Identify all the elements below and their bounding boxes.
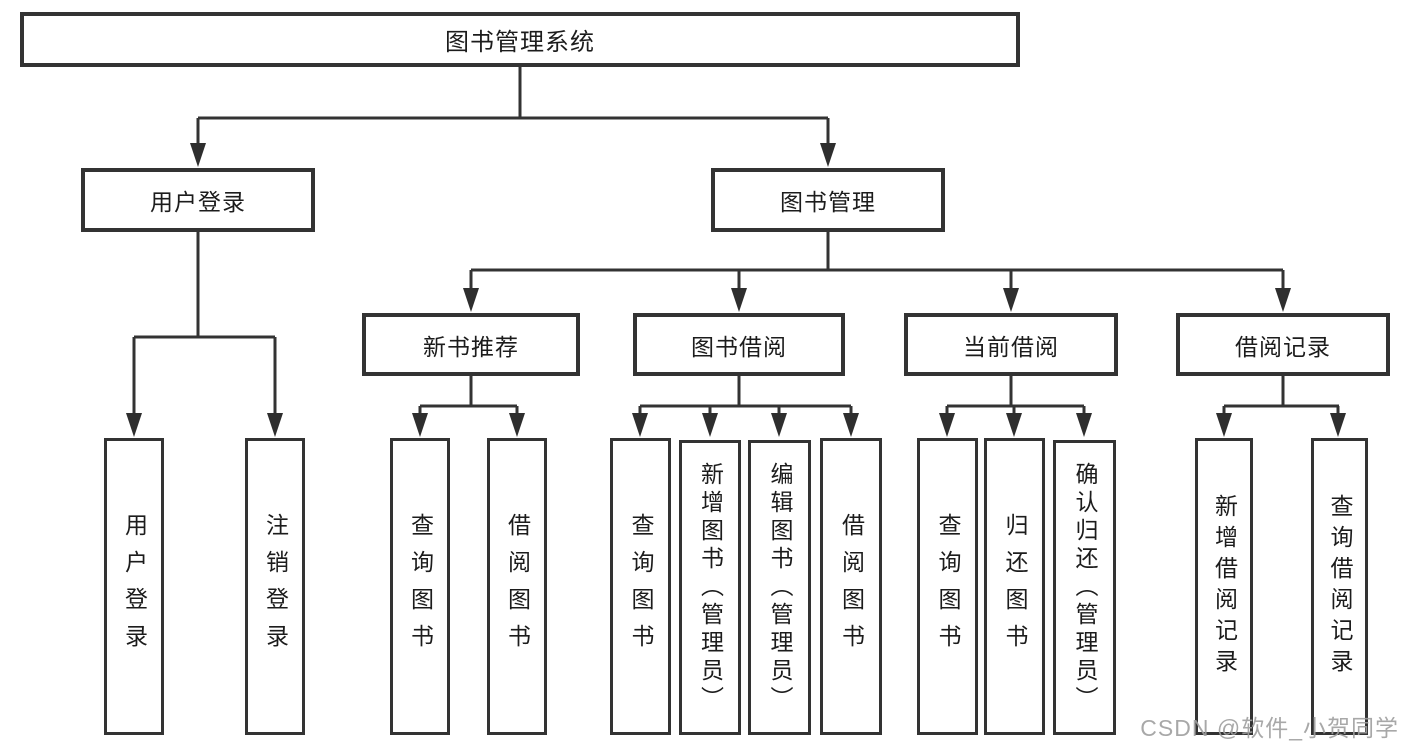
arrowhead-icon	[126, 413, 142, 437]
leaf-confirm-return-admin: 确认归还（管理员）	[1053, 440, 1116, 735]
leaf-borrow-book-1: 借阅图书	[487, 438, 547, 735]
csdn-watermark: CSDN @软件_小贺同学	[1140, 715, 1399, 741]
arrowheads	[126, 143, 1346, 437]
leaf-query-book-2: 查询图书	[610, 438, 671, 735]
edge-userlogin-to-leaves	[132, 232, 277, 417]
arrowhead-icon	[731, 288, 747, 312]
arrowhead-icon	[1275, 288, 1291, 312]
leaf-return-book: 归还图书	[984, 438, 1045, 735]
leaf-edit-book-admin: 编辑图书（管理员）	[748, 440, 811, 735]
node-book-management: 图书管理	[711, 168, 945, 232]
arrowhead-icon	[1330, 413, 1346, 437]
arrowhead-icon	[843, 413, 859, 437]
arrowhead-icon	[1006, 413, 1022, 437]
arrowhead-icon	[820, 143, 836, 167]
node-new-book-recommend: 新书推荐	[362, 313, 580, 376]
edge-borrowrecord-to-leaves	[1222, 376, 1340, 417]
leaf-add-book-admin: 新增图书（管理员）	[679, 440, 741, 735]
arrowhead-icon	[1076, 413, 1092, 437]
leaf-user-login: 用户登录	[104, 438, 164, 735]
arrowhead-icon	[1003, 288, 1019, 312]
leaf-logout: 注销登录	[245, 438, 305, 735]
arrowhead-icon	[190, 143, 206, 167]
arrowhead-icon	[1216, 413, 1232, 437]
arrowhead-icon	[463, 288, 479, 312]
arrowhead-icon	[267, 413, 283, 437]
node-root-system: 图书管理系统	[20, 12, 1020, 67]
node-current-borrow: 当前借阅	[904, 313, 1118, 376]
arrowhead-icon	[632, 413, 648, 437]
arrowhead-icon	[939, 413, 955, 437]
leaf-query-book-3: 查询图书	[917, 438, 978, 735]
arrowhead-icon	[702, 413, 718, 437]
node-user-login: 用户登录	[81, 168, 315, 232]
edge-bookmgmt-to-level3	[469, 232, 1285, 292]
edge-newbook-to-leaves	[418, 376, 519, 417]
arrowhead-icon	[412, 413, 428, 437]
edge-root-to-level2	[196, 67, 830, 147]
node-book-borrow: 图书借阅	[633, 313, 845, 376]
arrowhead-icon	[771, 413, 787, 437]
leaf-add-borrow-record: 新增借阅记录	[1195, 438, 1253, 735]
edge-currentborrow-to-leaves	[945, 376, 1086, 417]
leaf-query-book-1: 查询图书	[390, 438, 450, 735]
node-borrow-record: 借阅记录	[1176, 313, 1390, 376]
leaf-query-borrow-record: 查询借阅记录	[1311, 438, 1368, 735]
edge-bookborrow-to-leaves	[638, 376, 853, 417]
leaf-borrow-book-2: 借阅图书	[820, 438, 882, 735]
arrowhead-icon	[509, 413, 525, 437]
